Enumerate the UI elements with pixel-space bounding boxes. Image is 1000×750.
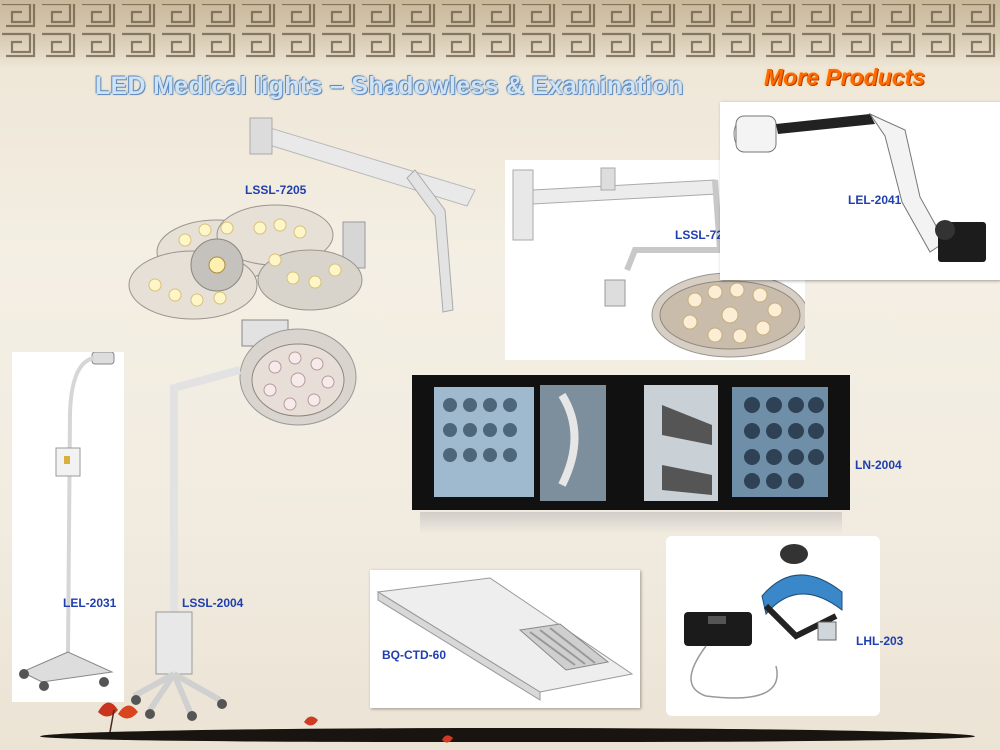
xray-films (434, 385, 828, 501)
ln-2004-viewer-image[interactable] (412, 375, 850, 510)
viewer-reflection (420, 512, 842, 534)
lel-2041-label: LEL-2041 (848, 193, 902, 207)
lssl-7205-label: LSSL-7205 (245, 183, 307, 197)
red-leaf-decoration (304, 716, 318, 726)
bq-ctd-60-lamp-image (376, 577, 634, 701)
ln-2004-label: LN-2004 (855, 458, 902, 472)
more-products-link[interactable]: More Products (764, 64, 926, 90)
bq-ctd-60-label: BQ-CTD-60 (382, 648, 447, 662)
decorative-pattern-band (0, 0, 1000, 68)
lhl-203-headlight-image (684, 544, 843, 699)
lel-2041-lamp-image (733, 112, 986, 262)
lel-2031-panel[interactable] (12, 351, 124, 702)
lssl-7206-lamp-image (512, 167, 809, 358)
fret-pattern (0, 4, 1000, 60)
lssl-7205-lamp-image[interactable] (115, 110, 535, 430)
lel-2031-lamp-image (19, 351, 115, 691)
lel-2041-panel[interactable] (720, 102, 1000, 280)
red-leaves-decoration (98, 702, 138, 732)
lel-2031-label: LEL-2031 (63, 596, 117, 610)
lssl-2004-label: LSSL-2004 (182, 596, 244, 610)
bq-ctd-60-panel[interactable] (370, 570, 640, 708)
ink-brush-ground (40, 728, 975, 742)
lssl-2004-lamp-image[interactable] (130, 312, 370, 732)
lhl-203-panel[interactable] (666, 536, 880, 716)
lhl-203-label: LHL-203 (856, 634, 904, 648)
page-title: LED Medical lights – Shadowless & Examin… (95, 72, 684, 100)
red-leaf-decoration-small (442, 735, 453, 743)
